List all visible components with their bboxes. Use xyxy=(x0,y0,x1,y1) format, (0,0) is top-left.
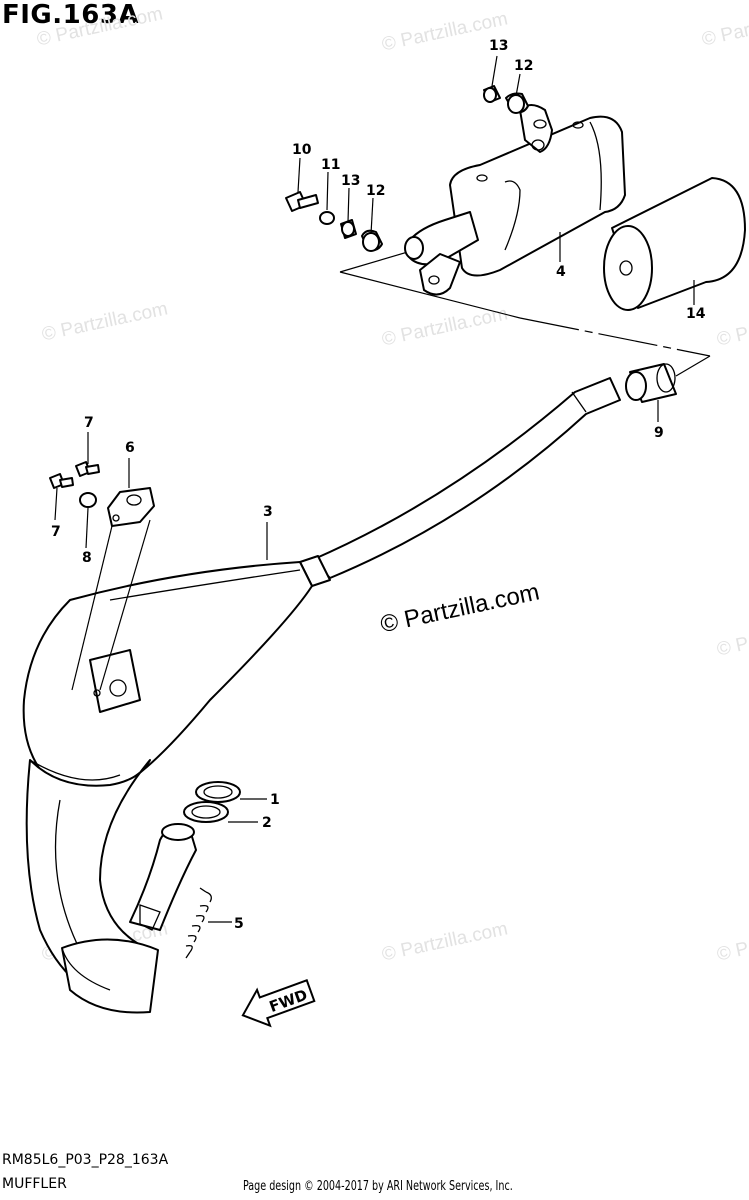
callout-3: 3 xyxy=(263,504,273,520)
guide-line xyxy=(339,271,521,319)
collar-part-13[interactable] xyxy=(340,219,357,239)
callout-11: 11 xyxy=(321,157,340,173)
callout-7: 7 xyxy=(51,524,61,540)
callout-9: 9 xyxy=(654,425,664,441)
grommet-part-12[interactable] xyxy=(361,229,383,252)
gasket-part-2[interactable] xyxy=(183,801,229,823)
exhaust-header xyxy=(129,823,197,931)
fwd-arrow-icon: FWD xyxy=(241,979,316,1028)
bolt-part-10[interactable] xyxy=(285,191,319,212)
callout-5: 5 xyxy=(234,916,244,932)
callout-1: 1 xyxy=(270,792,280,808)
exhaust-pipe-part-3[interactable] xyxy=(22,377,621,1014)
silencer-packing-part-14[interactable] xyxy=(603,177,746,311)
callout-4: 4 xyxy=(556,264,566,280)
figure-title: FIG.163A xyxy=(2,0,140,30)
gasket-part-1[interactable] xyxy=(195,781,241,803)
silencer-part-4[interactable] xyxy=(404,104,626,296)
callout-7: 7 xyxy=(84,415,94,431)
washer-part-11[interactable] xyxy=(319,211,335,225)
bracket-part-6[interactable] xyxy=(107,487,155,527)
collar-part-13-upper[interactable] xyxy=(483,85,501,103)
callout-13: 13 xyxy=(341,173,360,189)
callout-12: 12 xyxy=(514,58,533,74)
grommet-part-12-upper[interactable] xyxy=(505,92,529,114)
callout-8: 8 xyxy=(82,550,92,566)
guide-line xyxy=(519,317,711,357)
guide-line xyxy=(99,519,151,691)
footer-copyright: Page design © 2004-2017 by ARI Network S… xyxy=(243,1179,513,1194)
guide-line xyxy=(71,525,113,691)
figure-name: MUFFLER xyxy=(2,1176,67,1192)
callout-13: 13 xyxy=(489,38,508,54)
figure-code: RM85L6_P03_P28_163A xyxy=(2,1152,169,1168)
washer-part-8[interactable] xyxy=(79,492,97,508)
guide-line xyxy=(675,355,711,377)
connector-part-9[interactable] xyxy=(625,363,677,403)
bolt-part-7-upper[interactable] xyxy=(75,461,100,477)
bolt-part-7-lower[interactable] xyxy=(49,473,74,489)
callout-12: 12 xyxy=(366,183,385,199)
spring-part-5[interactable] xyxy=(185,887,212,959)
callout-2: 2 xyxy=(262,815,272,831)
callout-10: 10 xyxy=(292,142,312,158)
callout-6: 6 xyxy=(125,440,135,456)
callout-14: 14 xyxy=(686,306,706,322)
leader-lines xyxy=(54,55,695,923)
